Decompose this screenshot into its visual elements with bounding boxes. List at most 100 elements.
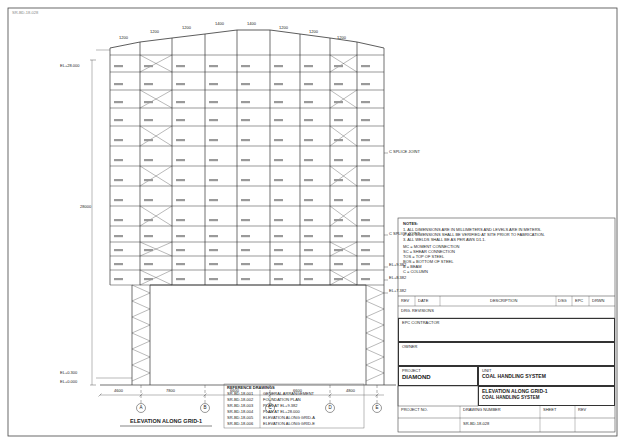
member-tag	[144, 159, 153, 161]
member-tag	[176, 139, 185, 141]
drawing-label: 4800	[346, 389, 355, 393]
drawing-line	[540, 406, 541, 432]
drawing-line	[330, 108, 357, 109]
member-tag	[114, 249, 123, 251]
member-tag	[114, 235, 123, 237]
drawing-label: EL+0.300	[60, 371, 77, 375]
drawing-line	[140, 55, 172, 72]
drawing-label: EL+7.382	[389, 289, 406, 293]
title-block-cell: EPC CONTRACTOR	[398, 318, 615, 342]
member-tag	[209, 199, 218, 201]
drawing-line	[172, 226, 205, 227]
drawing-line	[140, 270, 172, 285]
drawing-label: 1400	[215, 22, 224, 26]
drawing-line	[140, 126, 172, 146]
member-tag	[361, 278, 370, 280]
drawing-line	[205, 166, 237, 167]
drawing-line	[366, 285, 367, 385]
drawing-line	[330, 270, 357, 285]
drawing-line	[575, 406, 576, 432]
member-tag	[144, 101, 153, 103]
member-tag	[361, 219, 370, 221]
drawing-label: EL+0.000	[60, 380, 77, 384]
drawing-line	[270, 30, 271, 285]
drawing-line	[140, 226, 172, 227]
member-tag	[304, 199, 313, 201]
drawing-line	[330, 90, 357, 91]
member-tag	[361, 139, 370, 141]
drawing-line	[330, 72, 357, 73]
drawing-line	[589, 296, 590, 306]
member-tag	[209, 219, 218, 221]
drawing-line	[357, 166, 384, 167]
member-tag	[176, 159, 185, 161]
drawing-label: REV	[401, 299, 409, 303]
drawing-line	[330, 126, 357, 146]
member-tag	[334, 219, 343, 221]
drawing-line	[140, 166, 172, 167]
drawing-label: SHEET	[543, 408, 556, 412]
drawing-line	[205, 126, 237, 127]
member-tag	[304, 219, 313, 221]
member-tag	[209, 235, 218, 237]
drawing-line	[237, 270, 270, 271]
member-tag	[144, 219, 153, 221]
member-tag	[114, 65, 123, 67]
member-tag	[114, 101, 123, 103]
drawing-label: 1200	[337, 36, 346, 40]
drawing-line	[172, 72, 205, 73]
member-tag	[304, 278, 313, 280]
drawing-line	[300, 55, 330, 56]
drawing-label: SR-BD-18-006	[227, 422, 253, 426]
drawing-line	[205, 226, 237, 227]
drawing-line	[330, 126, 357, 127]
drawing-line	[205, 34, 206, 285]
member-tag	[334, 199, 343, 201]
drawing-line	[172, 166, 205, 167]
drawing-line	[329, 394, 332, 397]
member-tag	[274, 278, 283, 280]
member-tag	[176, 83, 185, 85]
drawing-line	[110, 108, 140, 109]
member-tag	[176, 249, 185, 251]
drawing-line	[110, 256, 140, 257]
member-tag	[274, 235, 283, 237]
drawing-line	[330, 55, 357, 72]
drawing-label: SR-BD-18-003	[227, 404, 253, 408]
drawing-line	[330, 270, 357, 271]
drawing-line	[377, 385, 378, 403]
member-tag	[176, 179, 185, 181]
drawing-line	[398, 306, 615, 307]
drawing-line	[172, 186, 205, 187]
member-tag	[304, 159, 313, 161]
drawing-line	[140, 55, 172, 72]
member-tag	[304, 101, 313, 103]
member-tag	[176, 119, 185, 121]
member-tag	[304, 65, 313, 67]
drawing-line	[357, 256, 384, 257]
member-tag	[361, 119, 370, 121]
member-tag	[176, 235, 185, 237]
drawing-line	[172, 206, 205, 207]
member-tag	[304, 179, 313, 181]
drawing-label: REFERENCE DRAWINGS	[227, 386, 275, 390]
member-tag	[274, 101, 283, 103]
cell-text: OWNER	[402, 345, 611, 350]
member-tag	[241, 263, 250, 265]
grid-bubble	[137, 404, 146, 413]
drawing-line	[357, 270, 384, 271]
drawing-label: 28000	[80, 205, 91, 209]
drawing-line	[110, 90, 140, 91]
member-tag	[304, 119, 313, 121]
drawing-line	[330, 270, 357, 285]
member-tag	[209, 263, 218, 265]
drawing-line	[172, 126, 205, 127]
drawing-line	[384, 293, 388, 294]
drawing-label: EL+8.382	[389, 276, 406, 280]
drawing-line	[132, 285, 150, 381]
member-tag	[209, 139, 218, 141]
cell-text: ELEVATION ALONG GRID-1	[482, 389, 611, 395]
member-tag	[144, 139, 153, 141]
drawing-line	[300, 226, 330, 227]
drawing-label: DESCRIPTION	[490, 299, 517, 303]
